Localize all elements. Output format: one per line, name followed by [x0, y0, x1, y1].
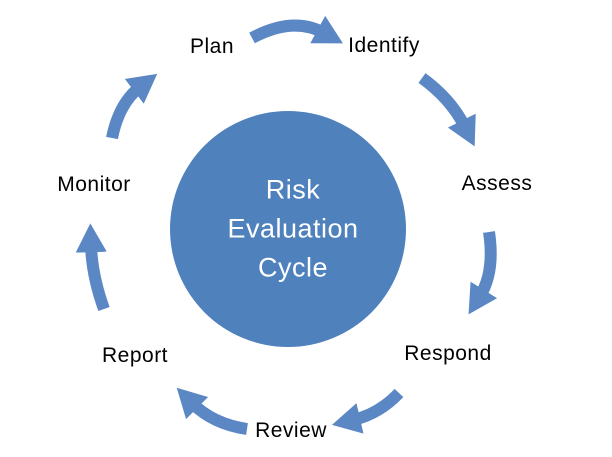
step-label-plan: Plan [189, 35, 235, 58]
center-title-line-3: Cycle [257, 252, 328, 283]
step-label-identify: Identify [348, 34, 420, 57]
identify-to-assess-arrow [418, 73, 476, 147]
center-title-line-2: Evaluation [227, 213, 359, 244]
plan-to-identify-arrow [249, 15, 343, 44]
step-label-report: Report [101, 344, 169, 367]
center-title: Risk Evaluation Cycle [183, 171, 403, 288]
respond-to-review-arrow [331, 388, 404, 434]
assess-to-respond-arrow [468, 231, 498, 315]
step-label-assess: Assess [461, 172, 533, 195]
review-to-report-arrow [176, 387, 249, 435]
monitor-to-plan-arrow [106, 73, 158, 140]
step-label-review: Review [255, 419, 327, 442]
report-to-monitor-arrow [75, 223, 110, 312]
step-label-respond: Respond [404, 342, 492, 365]
center-circle [170, 111, 406, 347]
center-title-line-1: Risk [265, 174, 321, 205]
step-label-monitor: Monitor [57, 173, 131, 196]
